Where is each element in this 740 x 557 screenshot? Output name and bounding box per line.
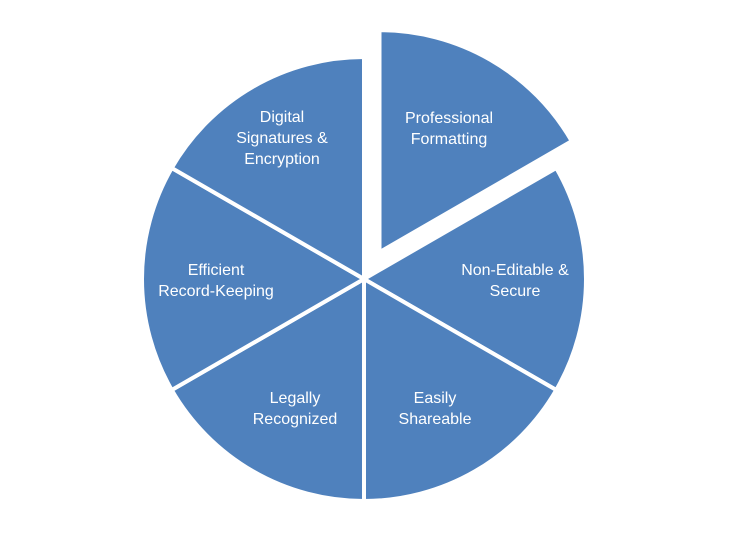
segment-label-easily-shareable: Easily Shareable: [350, 388, 520, 430]
pie-segment: [359, 165, 588, 393]
label-line: Digital: [259, 109, 305, 126]
label-line: Secure: [489, 283, 541, 300]
label-line: Easily: [413, 390, 457, 407]
pie-segment: [169, 54, 366, 283]
pie-segment: [377, 28, 575, 256]
label-line: Legally: [269, 390, 321, 407]
label-line: Non-Editable &: [461, 262, 569, 279]
segment-label-legally-recognized: Legally Recognized: [210, 388, 380, 430]
pie-segment: [140, 165, 369, 393]
label-line: Formatting: [410, 131, 488, 148]
label-line: Shareable: [398, 411, 472, 428]
segment-label-non-editable-secure: Non-Editable & Secure: [430, 260, 600, 302]
segment-label-efficient-record-keeping: Efficient Record-Keeping: [131, 260, 301, 302]
label-line: Record-Keeping: [158, 283, 274, 300]
segment-label-professional-formatting: Professional Formatting: [364, 108, 534, 150]
segment-label-digital-signatures: Digital Signatures & Encryption: [197, 107, 367, 170]
label-line: Encryption: [244, 151, 320, 168]
label-line: Efficient: [187, 262, 245, 279]
pie-segment: [362, 275, 559, 504]
pie-segment: [169, 275, 366, 504]
label-line: Recognized: [252, 411, 338, 428]
label-line: Professional: [404, 110, 494, 127]
label-line: Signatures &: [236, 130, 328, 147]
